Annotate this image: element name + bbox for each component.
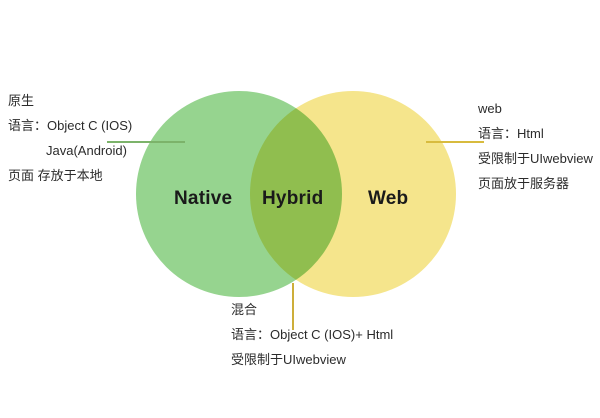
annotation-web-line-3: 页面放于服务器 (478, 176, 570, 191)
annotation-native-line-2: Java(Android) (46, 143, 127, 158)
annotation-native-line-1: 语言：Object C (IOS) (8, 118, 133, 133)
annotation-native: 原生 语言：Object C (IOS) Java(Android) 页面 存放… (8, 88, 132, 188)
leader-line-native (107, 141, 185, 143)
annotation-hybrid: 混合 语言：Object C (IOS)+ Html 受限制于UIwebview (231, 297, 393, 372)
annotation-web: web 语言：Html 受限制于UIwebview 页面放于服务器 (478, 96, 593, 196)
annotation-web-line-1: 语言：Html (478, 126, 544, 141)
venn-label-web: Web (368, 188, 409, 209)
venn-label-hybrid: Hybrid (262, 188, 324, 209)
venn-label-native: Native (174, 188, 233, 209)
circle-web (250, 91, 456, 297)
annotation-web-heading: web (478, 101, 502, 116)
annotation-web-line-2: 受限制于UIwebview (478, 151, 593, 166)
leader-line-hybrid (292, 283, 294, 330)
annotation-native-line-3: 页面 存放于本地 (8, 168, 103, 183)
annotation-hybrid-line-2: 受限制于UIwebview (231, 352, 346, 367)
leader-line-web (426, 141, 484, 143)
annotation-hybrid-heading: 混合 (231, 302, 258, 317)
annotation-hybrid-line-1: 语言：Object C (IOS)+ Html (231, 327, 394, 342)
annotation-native-heading: 原生 (8, 93, 35, 108)
